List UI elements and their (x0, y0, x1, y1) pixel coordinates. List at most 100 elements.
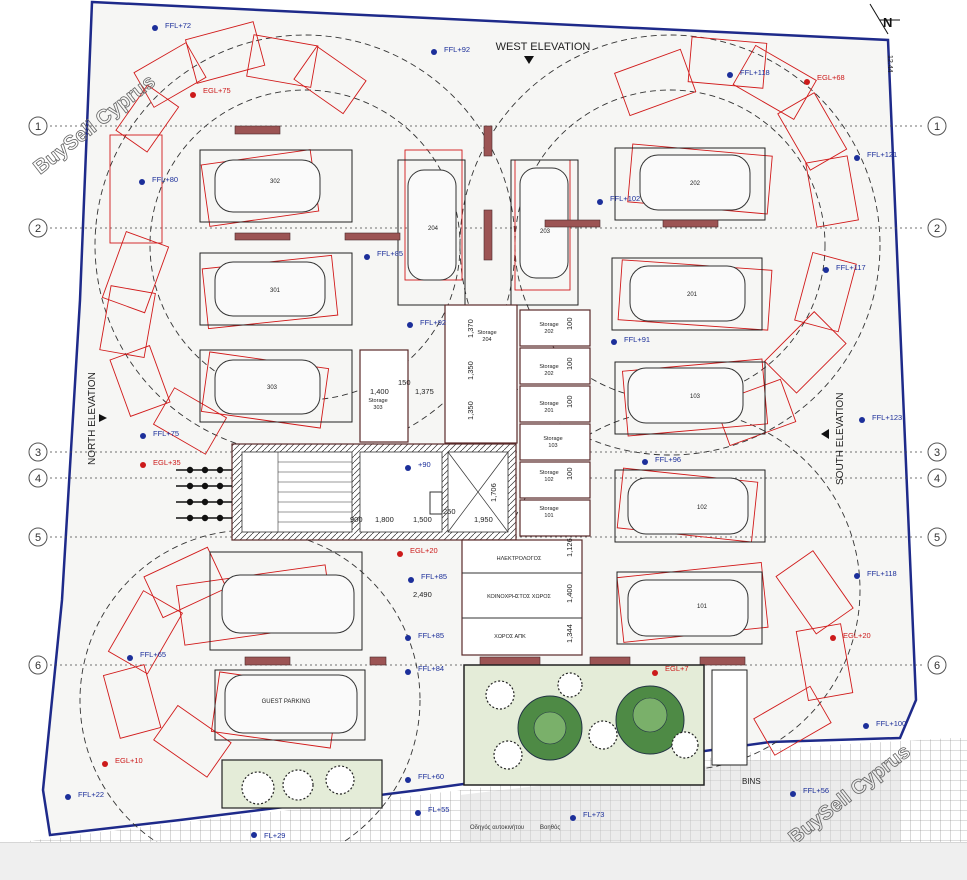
dim: 1,400 (565, 584, 574, 603)
grid-bubble-6: 6 (28, 655, 48, 675)
storage-number: 303 (373, 405, 382, 411)
car-301 (214, 261, 326, 317)
bins-label: BINS (742, 777, 761, 786)
svg-text:FFL+96: FFL+96 (655, 455, 681, 464)
grid-bubble-1: 1 (28, 116, 48, 136)
storage-labels: Storage 204 Storage 202 Storage 202 Stor… (368, 322, 562, 519)
level-marker: FFL+121 (854, 150, 897, 161)
dim: 900 (350, 515, 363, 524)
parking-bays (199, 147, 766, 741)
svg-text:EGL+7: EGL+7 (665, 664, 689, 673)
storage-label: Storage (368, 398, 387, 404)
svg-text:FFL+80: FFL+80 (152, 175, 178, 184)
level-marker: FFL+118 (727, 68, 770, 78)
svg-text:FFL+65: FFL+65 (140, 650, 166, 659)
storage-label: Storage (539, 364, 558, 370)
level-marker: FFL+65 (127, 650, 166, 661)
vehicle-tracking (99, 21, 859, 778)
bay-label-202: 202 (690, 181, 701, 187)
dim: 100 (565, 467, 574, 480)
south-elevation-label: SOUTH ELEVATION (835, 393, 846, 485)
grid-label: 6 (934, 660, 940, 672)
level-marker: FFL+123 (859, 413, 902, 423)
bay-label-303: 303 (267, 385, 278, 391)
bay-label-103: 103 (690, 394, 701, 400)
svg-text:FFL+121: FFL+121 (867, 150, 897, 159)
level-marker: EGL+75 (190, 86, 231, 98)
svg-text:FL+73: FL+73 (583, 810, 604, 819)
storage-number: 103 (548, 443, 557, 449)
footnote: Βοηθός (540, 824, 560, 831)
dim: 1,800 (375, 515, 394, 524)
level-marker: FFL+22 (65, 790, 104, 800)
garden (221, 664, 705, 809)
svg-text:EGL+35: EGL+35 (153, 458, 181, 467)
level-marker: FL+29 (251, 831, 285, 840)
svg-text:FFL+102: FFL+102 (610, 194, 640, 203)
parking-labels: 302 204 203 202 301 201 303 103 102 101 … (262, 179, 708, 705)
svg-text:FFL+85: FFL+85 (418, 631, 444, 640)
south-elevation-arrow (821, 429, 829, 439)
storage-label: Storage (477, 330, 496, 336)
svg-text:FFL+118: FFL+118 (867, 569, 897, 578)
bay-label-302: 302 (270, 179, 281, 185)
storage-number: 202 (544, 371, 553, 377)
svg-text:FFL+72: FFL+72 (165, 21, 191, 30)
level-marker: FFL+84 (405, 664, 444, 675)
svg-text:EGL+75: EGL+75 (203, 86, 231, 95)
dim: 1,126 (565, 538, 574, 557)
level-marker: EGL+35 (140, 458, 181, 468)
wall-segments (234, 125, 746, 666)
grid-bubble-2: 2 (28, 218, 48, 238)
level-marker: EGL+68 (804, 73, 845, 85)
grid-bubble-5-right: 5 (927, 527, 947, 547)
level-marker: FL+55 (415, 805, 449, 816)
svg-text:+90: +90 (418, 460, 431, 469)
storage-label: Storage (539, 506, 558, 512)
grid-bubble-2-right: 2 (927, 218, 947, 238)
level-marker: FFL+92 (431, 45, 470, 55)
bottom-margin (0, 842, 967, 880)
storage-label: Storage (543, 436, 562, 442)
grid-bubble-1-right: 1 (927, 116, 947, 136)
car-103 (627, 367, 744, 424)
svg-text:FFL+118: FFL+118 (740, 68, 770, 77)
bay-label-201: 201 (687, 292, 698, 298)
grid-label: 3 (934, 447, 940, 459)
dim: 250 (443, 507, 456, 516)
grid-bubble-3: 3 (28, 442, 48, 462)
grid-bubble-4: 4 (28, 468, 48, 488)
grid-label: 2 (35, 223, 41, 235)
svg-text:EGL+68: EGL+68 (817, 73, 845, 82)
svg-text:EGL+20: EGL+20 (843, 631, 871, 640)
level-marker: FFL+72 (152, 21, 191, 31)
west-elevation-label: WEST ELEVATION (496, 41, 591, 53)
level-marker: FFL+85 (405, 631, 444, 641)
stair-core (231, 443, 517, 541)
room-electrical: ΗΛΕΚΤΡΟΛΟΓΟΣ (497, 556, 542, 562)
level-marker: +90 (405, 460, 431, 471)
svg-text:FFL+56: FFL+56 (803, 786, 829, 795)
svg-text:FFL+85: FFL+85 (421, 572, 447, 581)
level-marker: FFL+102 (597, 194, 640, 205)
level-marker: FFL+92 (407, 318, 446, 328)
svg-text:FL+55: FL+55 (428, 805, 449, 814)
car-101 (627, 579, 749, 637)
svg-text:FFL+75: FFL+75 (153, 429, 179, 438)
utility-rooms: ΗΛΕΚΤΡΟΛΟΓΟΣ ΚΟΙΝΟΧΡΗΣΤΟΣ ΧΩΡΟΣ ΧΩΡΟΣ ΑΠ… (461, 539, 583, 656)
dim: 1,350 (466, 401, 475, 420)
svg-text:EGL+10: EGL+10 (115, 756, 143, 765)
guest-parking-label: GUEST PARKING (262, 699, 311, 705)
footnotes: Οδηγός αυτοκινήτου Βοηθός (470, 824, 560, 831)
grid-bubbles: 1 2 3 4 5 6 1 2 3 4 5 6 (28, 116, 947, 675)
level-marker: FFL+100 (863, 719, 906, 729)
dim: 1,350 (466, 361, 475, 380)
bay-label-301: 301 (270, 288, 281, 294)
north-elevation-arrow (99, 414, 107, 422)
svg-text:FL+29: FL+29 (264, 831, 285, 840)
dimension-labels: 1,370 1,350 1,350 1,400 1,375 150 900 1,… (350, 317, 574, 643)
level-marker: FFL+117 (823, 263, 866, 273)
storage-number: 102 (544, 477, 553, 483)
dim: 1,706 (489, 483, 498, 502)
